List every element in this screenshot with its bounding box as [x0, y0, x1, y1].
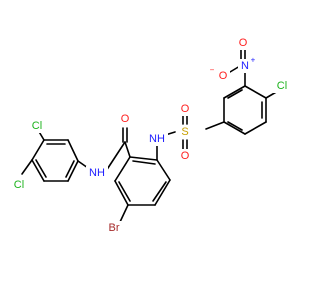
- chlorine-atom-top: Cl: [277, 80, 287, 92]
- ring-br-bond: [119, 204, 129, 223]
- sulfonyl-oxygen-up: O: [181, 103, 190, 115]
- sulfonamide-nh: NH: [149, 133, 165, 145]
- amide-nh: NH: [89, 167, 105, 179]
- amide-oxygen-atom: O: [121, 113, 130, 125]
- nitro-oxygen-top: O: [239, 37, 248, 49]
- sulfonyl-oxygen-down: O: [181, 150, 190, 162]
- nitro-oxygen-left: O: [219, 70, 228, 82]
- ring-carbonyl-bond: [124, 141, 131, 158]
- bromine-atom: Br: [109, 222, 120, 234]
- c-n-amide-bond: [105, 141, 126, 172]
- molecule-diagram: Cl N + O O − S O O NH O NH Cl Cl Br: [8, 36, 293, 235]
- c-cl-bond-b: [21, 159, 33, 175]
- chloronitrophenyl-ring: [223, 85, 267, 135]
- atom-labels: Cl N + O O − S O O NH O NH Cl Cl Br: [8, 36, 293, 235]
- nitro-n-charge: +: [251, 56, 256, 65]
- ring-s-bond: [205, 121, 225, 130]
- dichlorophenyl-ring: [31, 139, 79, 182]
- chlorine-atom-left-a: Cl: [32, 120, 42, 132]
- bromobenzamide-ring: [114, 156, 171, 206]
- sulfonyl-sulfur-atom: S: [181, 126, 188, 138]
- nitro-o-charge: −: [210, 66, 215, 75]
- chlorine-atom-left-b: Cl: [14, 179, 24, 191]
- structure-svg: Cl N + O O − S O O NH O NH Cl Cl Br: [8, 36, 293, 235]
- nitro-nitrogen-atom: N: [241, 60, 249, 72]
